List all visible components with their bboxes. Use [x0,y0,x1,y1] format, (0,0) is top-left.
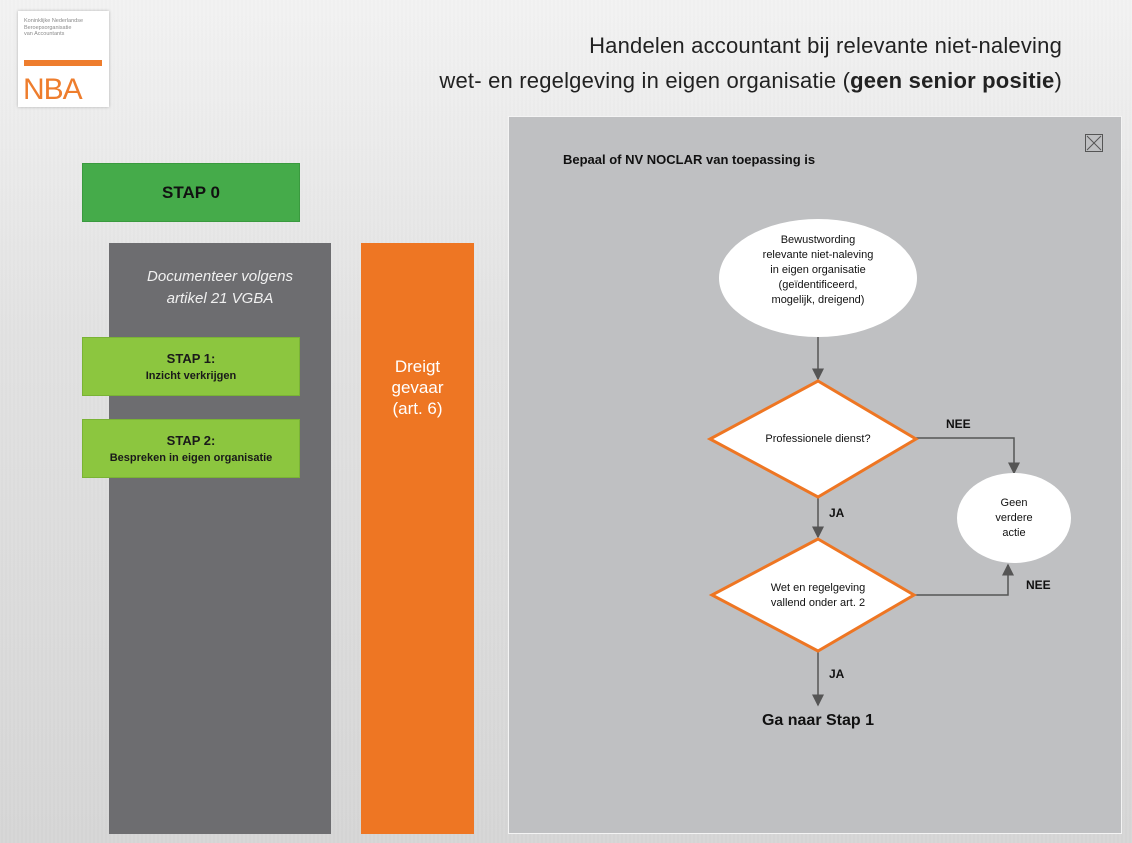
page-title: Handelen accountant bij relevante niet-n… [439,28,1062,98]
stap-2-subtitle: Bespreken in eigen organisatie [109,451,273,464]
title-line-2: wet- en regelgeving in eigen organisatie… [439,68,1062,93]
decision-professionele-dienst [706,379,919,499]
start-node-text: Bewustwording relevante niet-naleving in… [762,234,874,306]
dreigt-gevaar-button[interactable] [361,243,474,834]
stap-0-button[interactable]: STAP 0 [82,163,300,222]
close-icon[interactable] [1085,134,1103,152]
label-ja-2: JA [829,667,845,681]
end-node-text: Geen verdere actie [995,497,1033,539]
connector-d1-to-end [916,437,1020,475]
decision-wet-en-regelgeving [708,537,917,653]
stap-1-title: STAP 1: [166,350,216,366]
stap-2-button[interactable]: STAP 2: Bespreken in eigen organisatie [82,419,300,478]
logo-bar [24,60,102,66]
decision-2-text: Wet en regelgeving vallend onder art. 2 [770,582,866,609]
logo-org-text: Koninklijke Nederlandse Beroepsorganisat… [24,18,84,37]
label-nee-2: NEE [1026,578,1051,592]
goto-stap-1-link[interactable]: Ga naar Stap 1 [761,712,875,729]
connector-d2-to-end [914,563,1014,596]
document-note: Documenteer volgens artikel 21 VGBA [147,268,293,307]
decision-1-text: Professionele dienst? [765,433,871,445]
panel-title: Bepaal of NV NOCLAR van toepassing is [563,152,816,167]
start-node [719,219,917,337]
dreigt-gevaar-label: Dreigt gevaar (art. 6) [391,357,444,418]
logo-name: NBA [23,73,83,106]
title-line-1: Handelen accountant bij relevante niet-n… [589,33,1062,58]
stap-1-button[interactable]: STAP 1: Inzicht verkrijgen [82,337,300,396]
nba-logo: Koninklijke Nederlandse Beroepsorganisat… [18,11,109,107]
end-node-geen-actie [957,473,1071,563]
label-nee-1: NEE [946,417,971,431]
label-ja-1: JA [829,506,845,520]
stap-2-title: STAP 2: [166,432,216,448]
stap-1-subtitle: Inzicht verkrijgen [145,369,237,382]
